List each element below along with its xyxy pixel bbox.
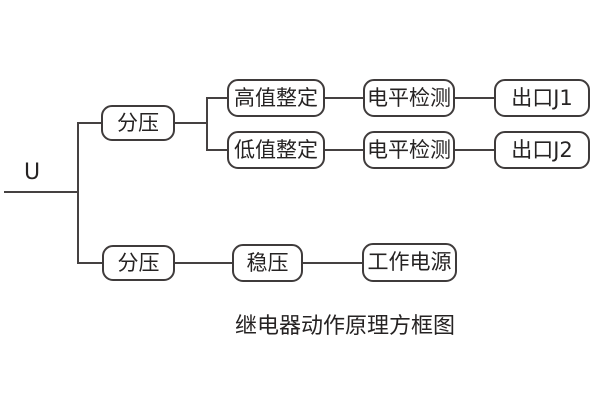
block-voltage-divider-bottom: 分压 bbox=[102, 245, 175, 281]
block-working-power-supply: 工作电源 bbox=[362, 243, 457, 282]
block-low-value-setting: 低值整定 bbox=[227, 131, 325, 169]
connector-level-detect-to-output-j1 bbox=[453, 97, 496, 99]
block-output-j1: 出口J1 bbox=[494, 79, 590, 117]
connector-split-vertical bbox=[206, 97, 208, 151]
connector-split-to-high-setting bbox=[206, 97, 229, 99]
connector-low-setting-to-level-detect bbox=[323, 149, 365, 151]
block-voltage-regulator: 稳压 bbox=[232, 244, 303, 282]
connector-split-to-low-setting bbox=[206, 149, 229, 151]
connector-divider-bottom-to-regulator bbox=[173, 262, 234, 264]
connector-high-setting-to-level-detect bbox=[323, 97, 365, 99]
connector-divider-top-to-split bbox=[173, 122, 208, 124]
connector-input-line bbox=[4, 191, 78, 193]
block-high-value-setting: 高值整定 bbox=[227, 79, 325, 117]
connector-regulator-to-working-power bbox=[301, 262, 364, 264]
diagram-caption: 继电器动作原理方框图 bbox=[234, 314, 456, 339]
block-output-j2: 出口J2 bbox=[494, 131, 590, 169]
connector-trunk-to-divider-bottom bbox=[77, 262, 104, 264]
connector-level-detect-to-output-j2 bbox=[453, 149, 496, 151]
block-level-detection-1: 电平检测 bbox=[363, 79, 455, 117]
connector-trunk-to-divider-top bbox=[77, 122, 103, 124]
connector-trunk-vertical bbox=[77, 122, 79, 264]
block-voltage-divider-top: 分压 bbox=[101, 105, 175, 141]
block-level-detection-2: 电平检测 bbox=[363, 131, 455, 169]
input-voltage-label: U bbox=[24, 160, 41, 185]
